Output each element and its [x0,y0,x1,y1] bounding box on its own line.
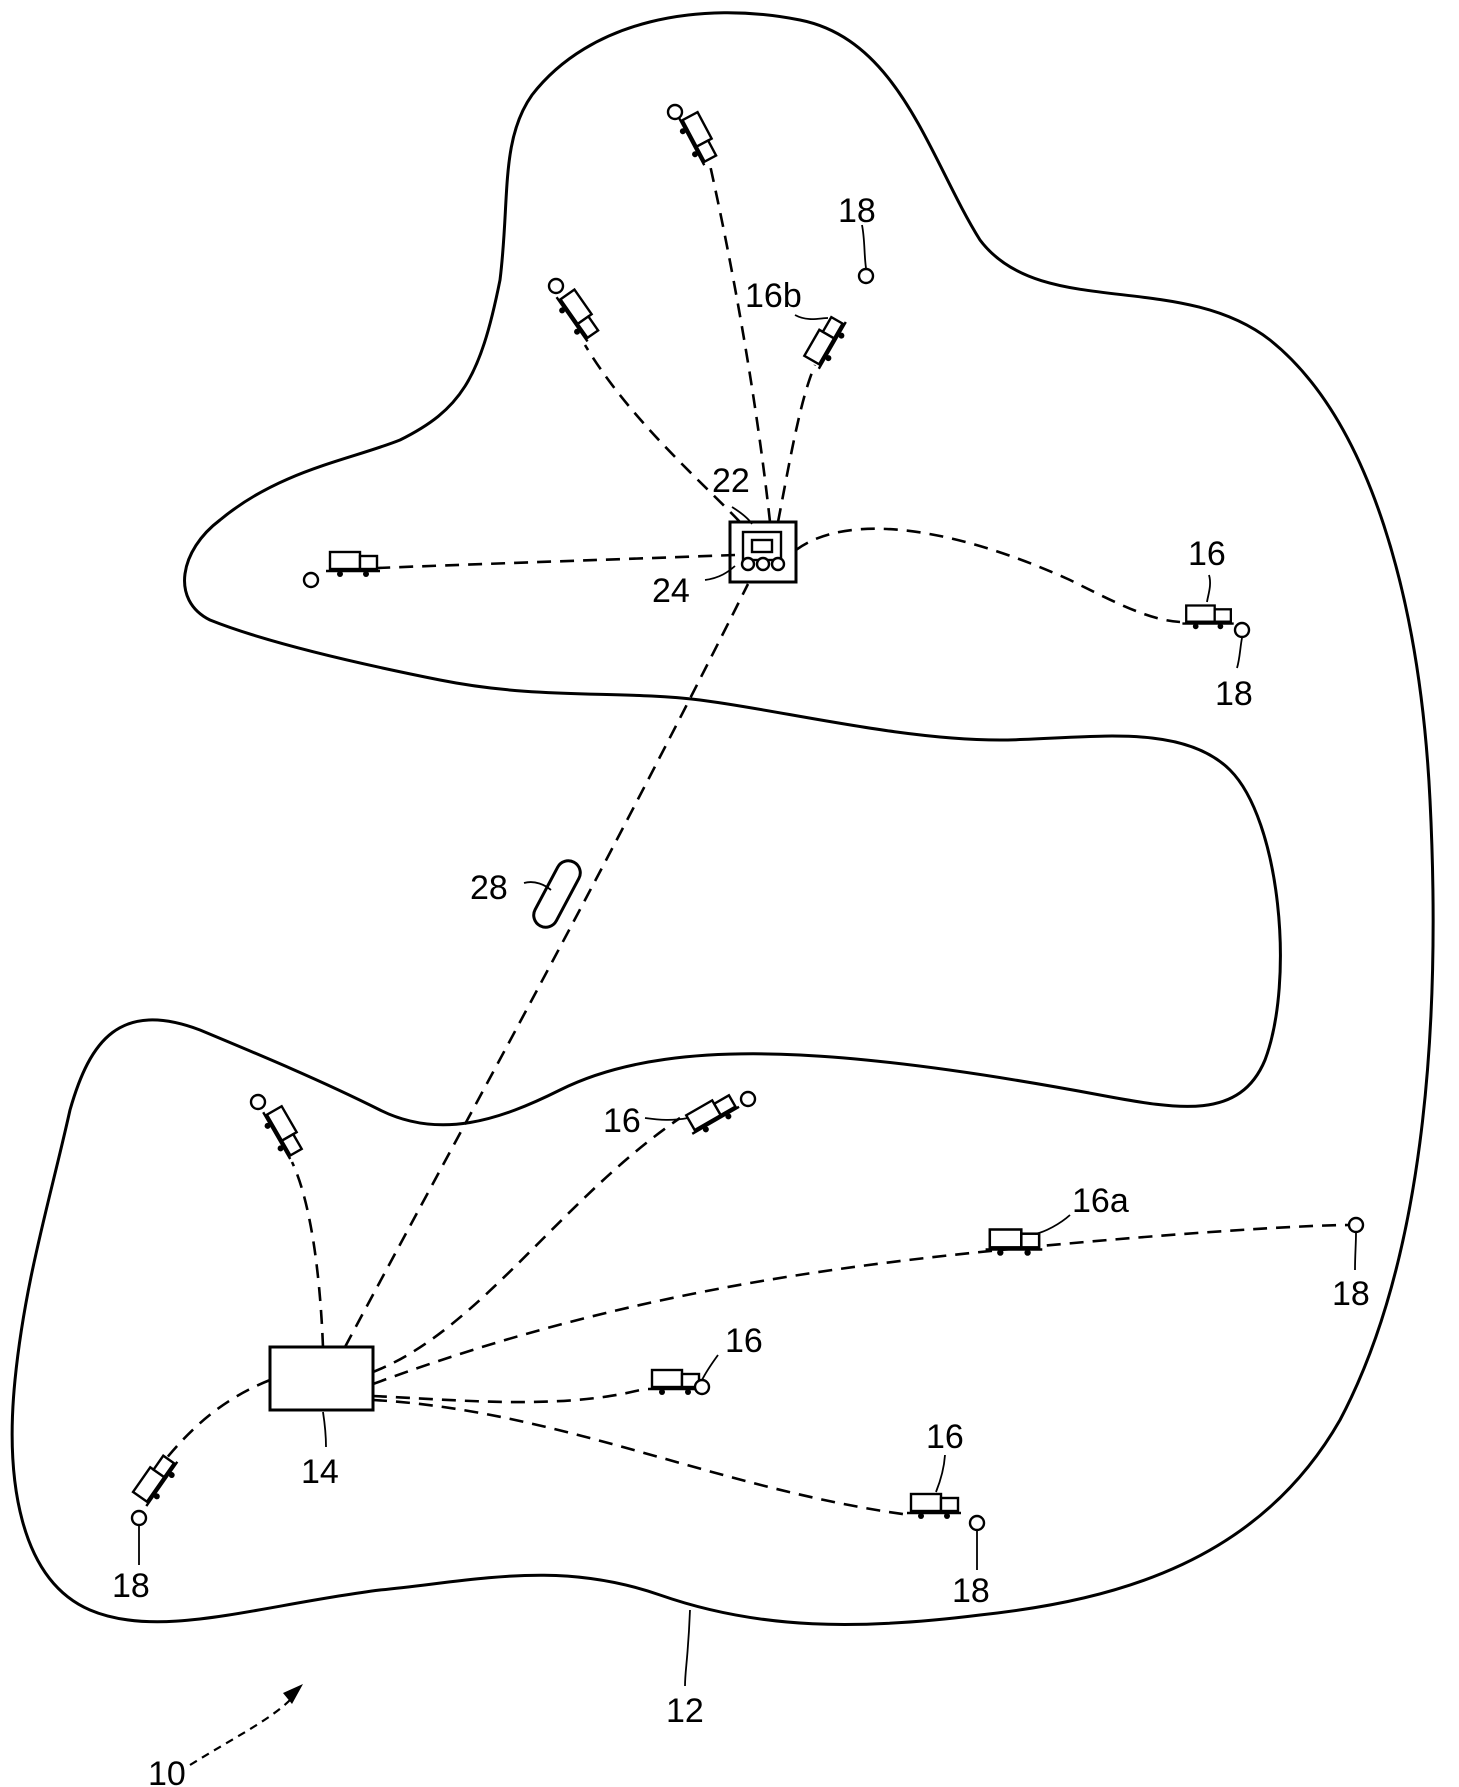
reference-labels: 10 12 14 22 24 28 16b 18 16 18 16 16a 18… [112,192,1370,1787]
label-vehicle-lower-mid: 16 [603,1102,641,1140]
label-implement-bottom-left: 18 [112,1567,150,1605]
label-implement-right: 18 [1215,675,1253,713]
region-boundary [10,11,1435,1626]
vehicle-icons [129,107,1235,1521]
links [164,164,1351,1517]
label-vehicle-center-low: 16 [725,1322,763,1360]
relay-vehicle-icon [740,530,786,572]
label-implement-top: 18 [838,192,876,230]
label-system: 10 [148,1755,186,1787]
label-relay-station: 22 [712,462,750,500]
label-vehicle-a: 16a [1072,1182,1129,1220]
label-base-station: 14 [301,1453,339,1491]
implement-nodes [130,103,1365,1532]
base-station [268,1345,375,1412]
label-vehicle-bottom: 16 [926,1418,964,1456]
label-relay-vehicle: 24 [652,572,690,610]
label-satellite: 28 [470,869,508,907]
satellite-capsule [532,859,582,929]
label-implement-far-right: 18 [1332,1275,1370,1313]
leader-lines [138,224,1357,1687]
label-vehicle-b: 16b [745,277,802,315]
label-implement-bottom: 18 [952,1572,990,1610]
label-vehicle-right: 16 [1188,535,1226,573]
label-region: 12 [666,1692,704,1730]
system-arrow [189,1684,303,1766]
